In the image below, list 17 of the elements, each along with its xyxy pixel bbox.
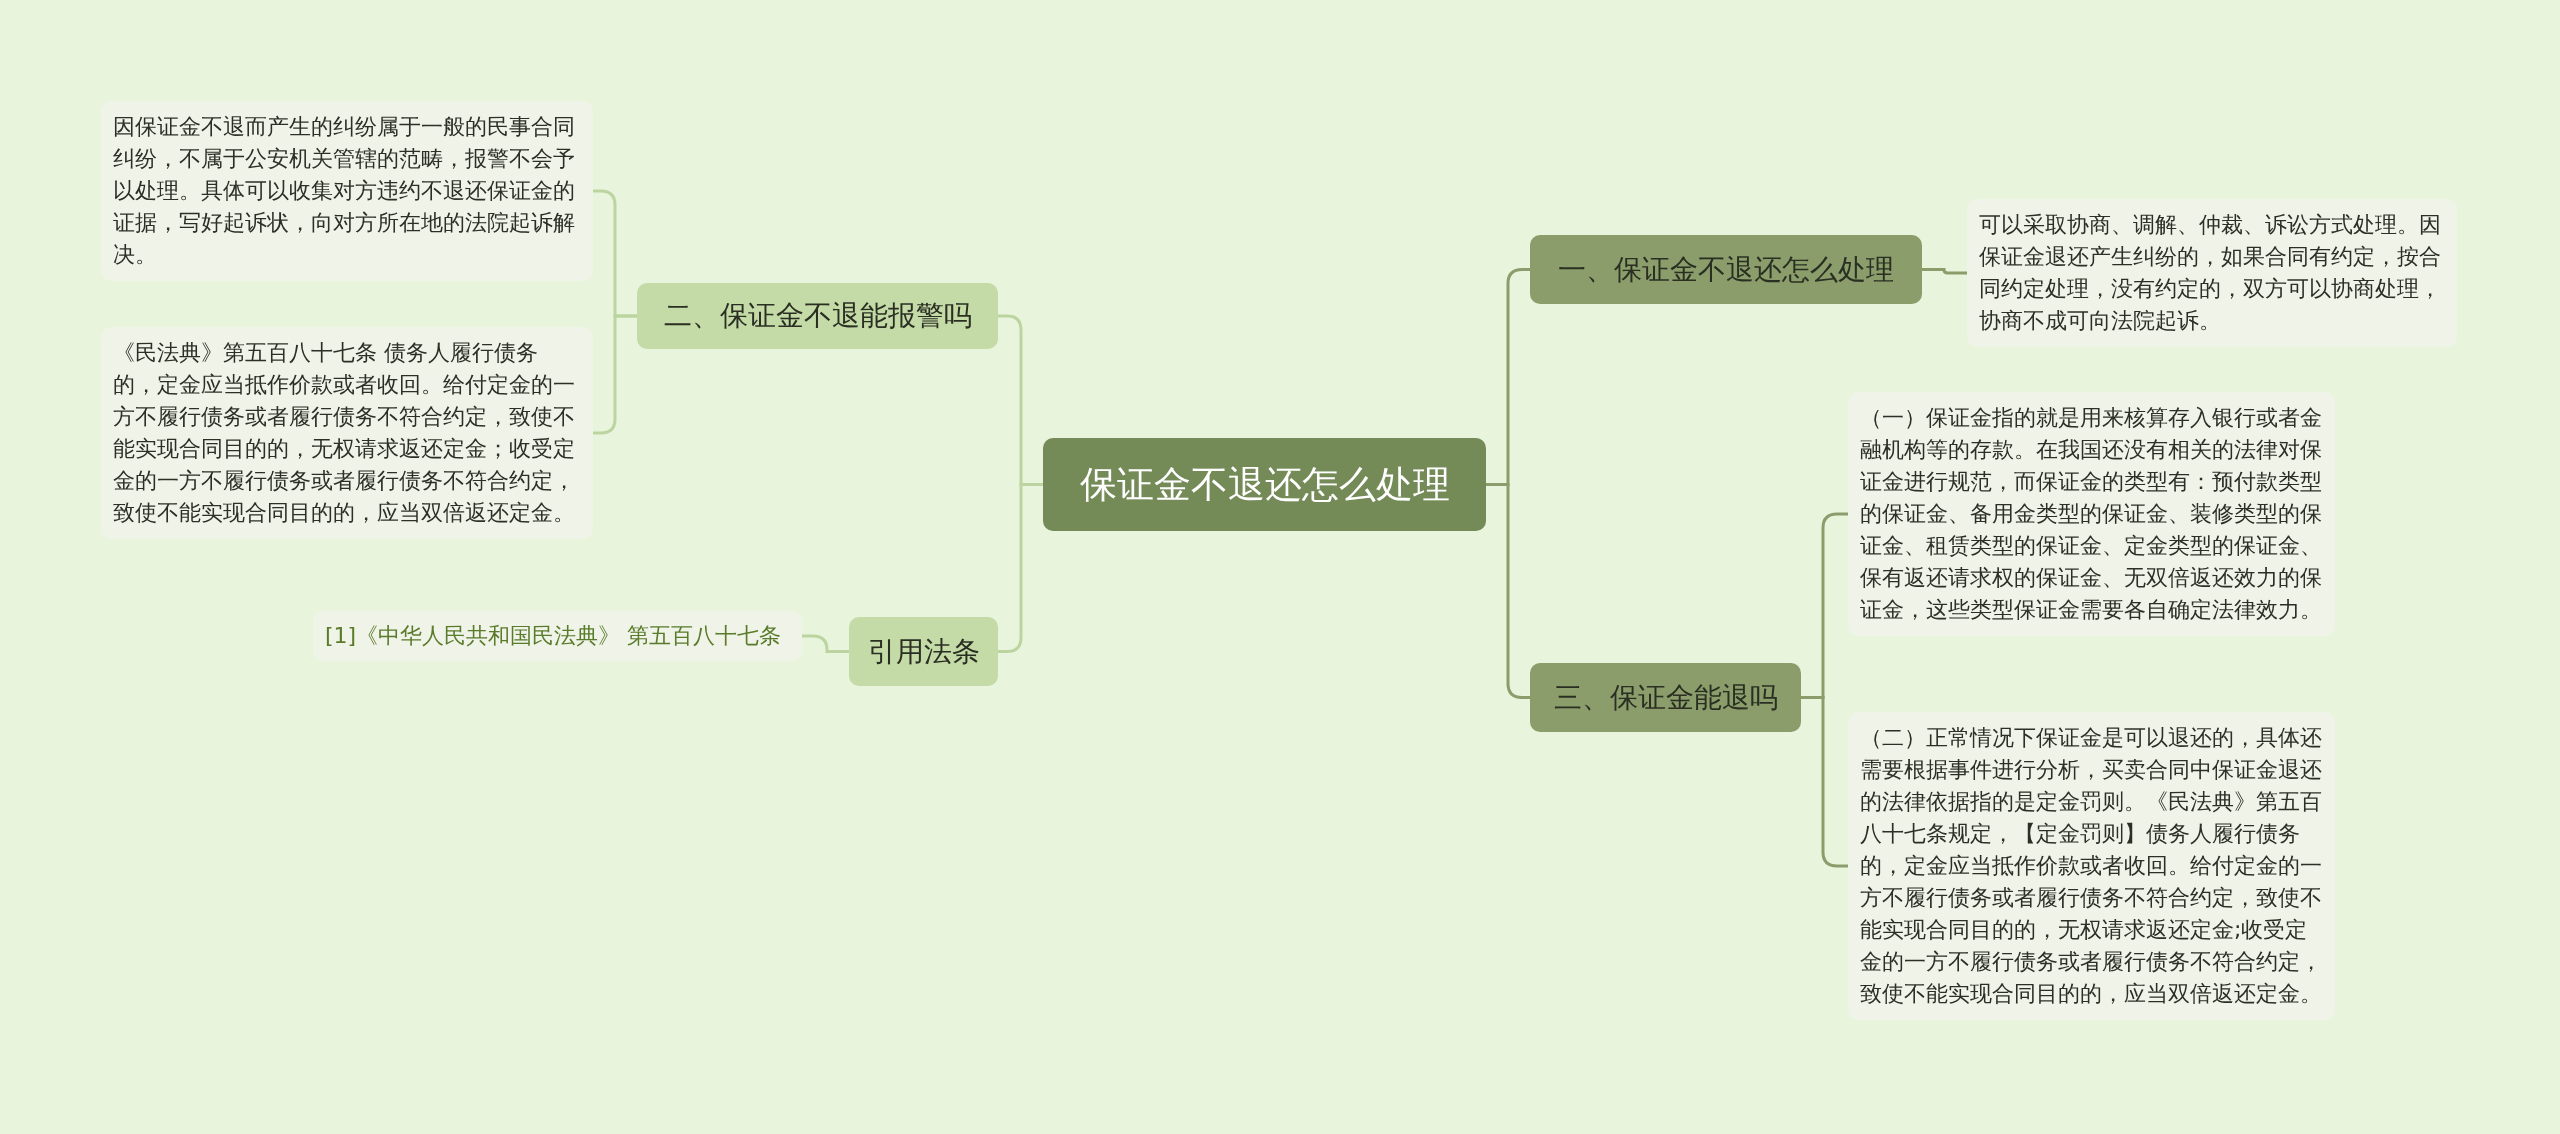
note-card: （一）保证金指的就是用来核算存入银行或者金融机构等的存款。在我国还没有相关的法律对保证金进行规范，而保证金的类型有：预付款类型的保证金、备用金类型的保证金、装修类型的保证金、租赁类型的保证金、定金类型的保证金、保有返还请求权的保证金、无双倍返还效力的保证金，这些类型保证金需要各自确定法律效力。: [1848, 392, 2335, 636]
note-card: 可以采取协商、调解、仲裁、诉讼方式处理。因保证金退还产生纠纷的，如果合同有约定，按合同约定处理，没有约定的，双方可以协商处理，协商不成可向法院起诉。: [1967, 199, 2457, 347]
note-card: （二）正常情况下保证金是可以退还的，具体还需要根据事件进行分析，买卖合同中保证金退还的法律依据指的是定金罚则。《民法典》第五百八十七条规定，【定金罚则】债务人履行债务的，定金应当抵作价款或者收回。给付定金的一方不履行债务或者履行债务不符合约定，致使不能实现合同目的的，无权请求返还定金;收受定金的一方不履行债务或者履行债务不符合约定，致使不能实现合同目的的，应当双倍返还定金。: [1848, 712, 2335, 1020]
central-topic: 保证金不退还怎么处理: [1043, 438, 1486, 531]
connector-line: [1486, 483, 1530, 699]
note-card: 因保证金不退而产生的纠纷属于一般的民事合同纠纷，不属于公安机关管辖的范畴，报警不会予以处理。具体可以收集对方违约不退还保证金的证据，写好起诉状，向对方所在地的法院起诉解决。: [101, 101, 593, 281]
branch-topic: 三、保证金能退吗: [1530, 663, 1801, 732]
branch-topic: 一、保证金不退还怎么处理: [1530, 235, 1922, 304]
branch-topic: 引用法条: [849, 617, 998, 686]
note-card: 《民法典》第五百八十七条 债务人履行债务的，定金应当抵作价款或者收回。给付定金的一方不履行债务或者履行债务不符合约定，致使不能实现合同目的的，无权请求返还定金；收受定金的一方不履行债务或者履行债务不符合约定，致使不能实现合同目的的，应当双倍返还定金。: [101, 327, 593, 539]
citation-card: [1]《中华人民共和国民法典》 第五百八十七条: [313, 611, 802, 661]
branch-topic: 二、保证金不退能报警吗: [637, 283, 998, 349]
connector-line: [998, 483, 1043, 653]
connector-line: [593, 314, 637, 435]
connector-line: [1922, 268, 1967, 275]
connector-line: [1801, 696, 1848, 868]
connector-line: [802, 634, 849, 653]
